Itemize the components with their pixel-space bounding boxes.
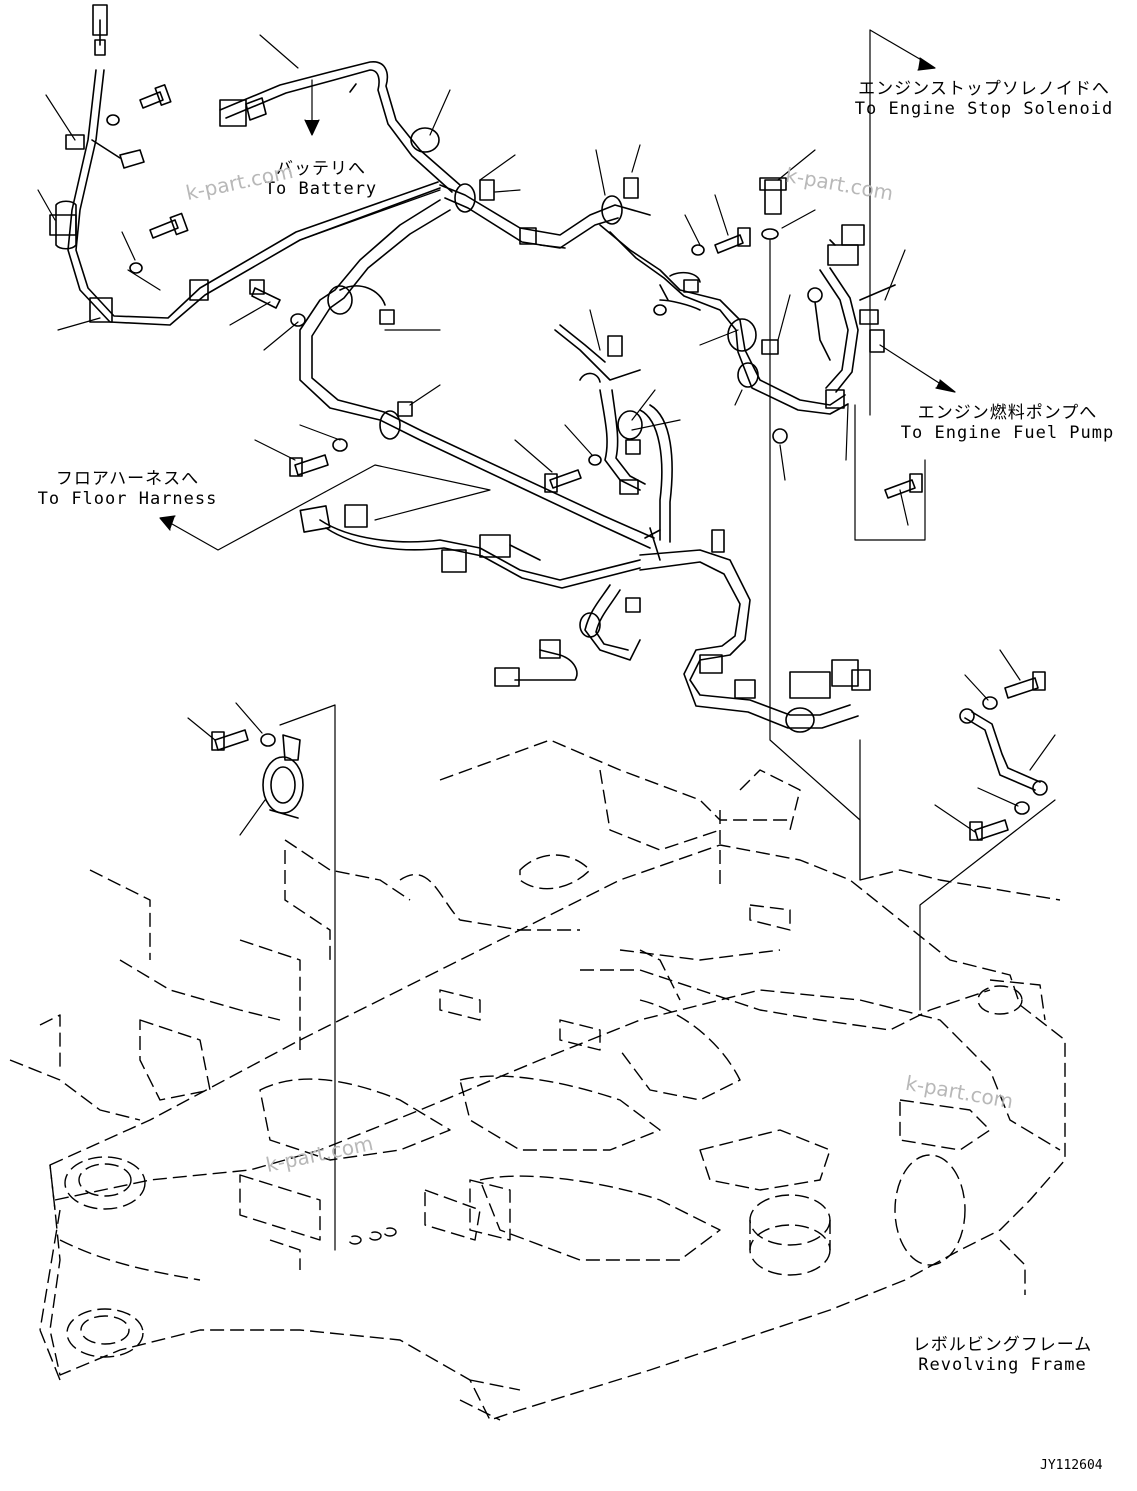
callout-revolving-frame-jp: レボルビングフレーム [912,1335,1093,1355]
callout-battery: バッテリへ To Battery [262,159,380,199]
hardware-bolts [106,84,1046,841]
callout-fuel-pump-jp: エンジン燃料ポンプへ [917,403,1098,423]
leader-lines [37,34,1056,836]
callout-floor-harness-en: To Floor Harness [37,489,218,509]
callout-engine-stop-jp: エンジンストップソレノイドへ [858,79,1110,99]
callout-floor-harness-jp: フロアハーネスへ [55,469,200,489]
callout-fuel-pump: エンジン燃料ポンプへ To Engine Fuel Pump [885,403,1130,443]
wiring-harness [49,4,896,733]
drawing-code: JY112604 [1040,1458,1103,1473]
callout-battery-en: To Battery [264,179,378,199]
callout-floor-harness: フロアハーネスへ To Floor Harness [25,469,230,509]
callout-fuel-pump-en: To Engine Fuel Pump [900,423,1115,443]
callout-battery-jp: バッテリへ [276,159,366,179]
revolving-frame [9,739,1066,1421]
callout-revolving-frame-en: Revolving Frame [918,1355,1087,1375]
callout-lines [159,29,1056,1251]
callout-engine-stop: エンジンストップソレノイドへ To Engine Stop Solenoid [838,79,1130,119]
callout-engine-stop-en: To Engine Stop Solenoid [854,99,1114,119]
callout-revolving-frame: レボルビングフレーム Revolving Frame [905,1335,1100,1375]
ground-strap [964,717,1036,791]
horn [262,734,304,819]
